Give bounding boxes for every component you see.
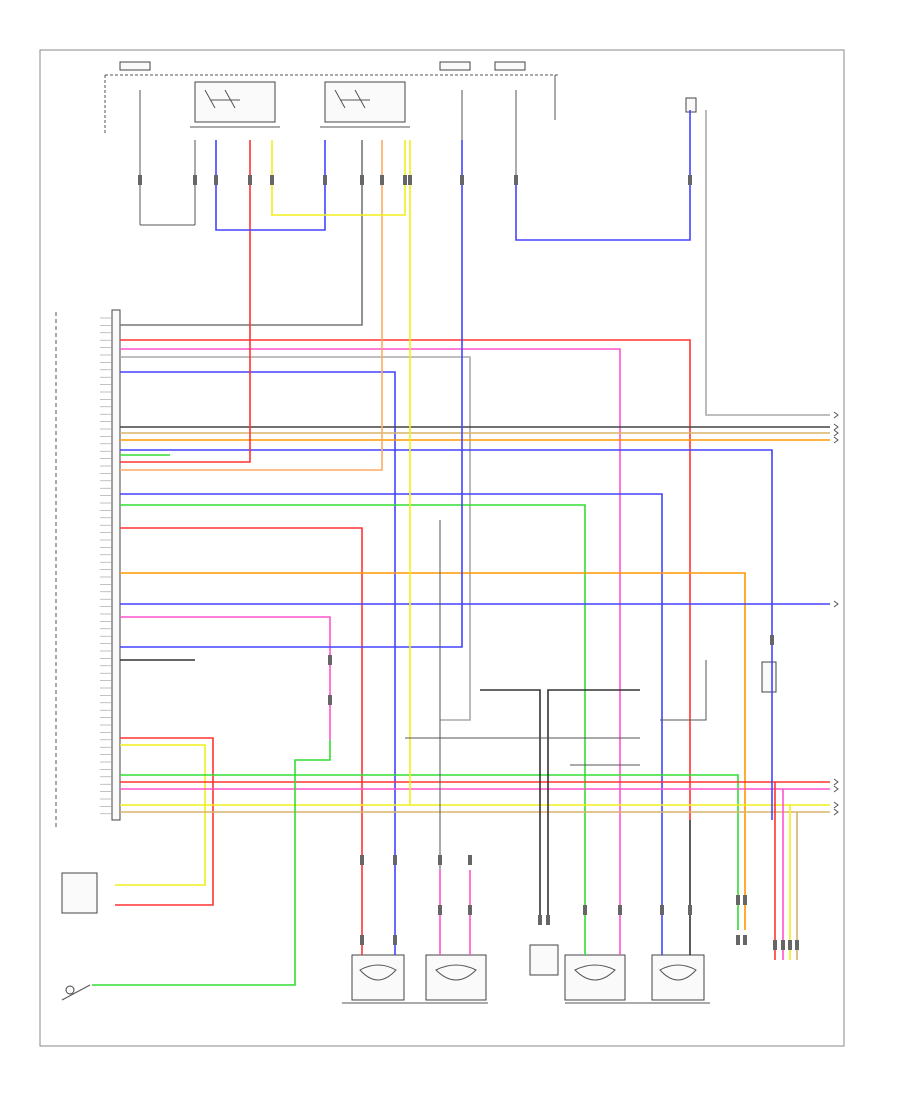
connector-tick: [468, 905, 472, 915]
connector-tick: [380, 175, 384, 185]
wire-green-505: [120, 504, 586, 915]
right-connector: [761, 661, 777, 693]
wire-gray-357: [120, 356, 471, 721]
connector-tick: [618, 905, 622, 915]
fuse-block-mid: [439, 61, 471, 71]
connector-tick: [660, 905, 664, 915]
connector-ticks: [138, 175, 799, 950]
component-left-2: [425, 954, 487, 1001]
ground-wires: [405, 520, 707, 915]
wire-red-738: [115, 737, 214, 906]
connector-tick: [743, 895, 747, 905]
wire-black-ground-2: [547, 689, 640, 915]
connector-tick: [393, 855, 397, 865]
sensor-symbol: [65, 985, 75, 995]
connector-tick: [770, 635, 774, 645]
wire-pink-349: [120, 348, 621, 915]
connector-tick: [460, 175, 464, 185]
wire-yellow-relay: [271, 140, 406, 216]
connector-tick: [193, 175, 197, 185]
switch-component: [61, 872, 98, 914]
connector-tick: [408, 175, 412, 185]
bottom-components: [61, 661, 777, 1004]
wire-gray-325: [120, 140, 363, 326]
connector-tick: [788, 940, 792, 950]
wire-yellow-745: [115, 744, 206, 886]
wire-black-ground-1: [480, 689, 541, 915]
wire-pink-617: [120, 616, 331, 740]
control-module: [55, 309, 121, 830]
module-pin-ticks: [100, 317, 112, 815]
connector-tick: [393, 935, 397, 945]
right-edge-arrows: [833, 411, 839, 816]
connector-tick: [323, 175, 327, 185]
connector-tick: [328, 695, 332, 705]
connector-tick: [688, 905, 692, 915]
connector-tick: [360, 855, 364, 865]
relay-switch-1: [204, 89, 240, 109]
connector-tick: [438, 905, 442, 915]
wire-green-775: [120, 774, 739, 930]
wire-blue-647: [120, 140, 463, 648]
connector-tick: [736, 895, 740, 905]
relay-wires: [215, 110, 830, 805]
connector-tick: [438, 855, 442, 865]
connector-tick: [360, 175, 364, 185]
component-center: [529, 944, 559, 976]
connector-tick: [514, 175, 518, 185]
connector-tick: [270, 175, 274, 185]
wire-red-340: [120, 339, 691, 820]
connector-tick: [781, 940, 785, 950]
relay-box-2: [324, 81, 406, 123]
top-fuse-section: [104, 61, 697, 226]
module-connector-strip: [111, 309, 121, 821]
connector-tick: [403, 175, 407, 185]
fuse-block-left: [119, 61, 151, 71]
connector-tick: [743, 935, 747, 945]
connector-tick: [214, 175, 218, 185]
connector-tick: [468, 855, 472, 865]
wire-gray-right: [705, 110, 830, 416]
wire-blue-372: [120, 371, 396, 915]
connector-tick: [328, 655, 332, 665]
wire-lightorange-470: [120, 140, 383, 471]
wire-blue-right-top: [515, 110, 691, 241]
diagram-frame: [39, 49, 845, 1047]
module-wires: [92, 140, 830, 986]
connector-tick: [248, 175, 252, 185]
connector-tick: [360, 935, 364, 945]
connector-tick: [736, 935, 740, 945]
fuse-block-right: [494, 61, 526, 71]
connector-tick: [773, 940, 777, 950]
wire-red-462: [120, 140, 251, 463]
connector-tick: [795, 940, 799, 950]
connector-tick: [546, 915, 550, 925]
sensor-lead: [61, 984, 91, 1001]
connector-tick: [138, 175, 142, 185]
connector-tick: [583, 905, 587, 915]
wire-green-bottom: [92, 740, 331, 986]
relay-box-1: [194, 81, 276, 123]
connector-tick: [688, 175, 692, 185]
component-right-1: [564, 954, 626, 1001]
relay-switch-2: [334, 89, 370, 109]
wire-blue-450: [120, 449, 773, 630]
component-leads: [361, 630, 798, 960]
upper-right-component: [685, 97, 697, 113]
wire-orange-573: [120, 572, 746, 930]
wire-blue-494: [120, 493, 663, 915]
wire-thin-gray-4: [660, 660, 707, 721]
component-right-2: [651, 954, 705, 1001]
wire-red-528: [120, 527, 363, 915]
component-left-1: [351, 954, 405, 1001]
connector-tick: [538, 915, 542, 925]
